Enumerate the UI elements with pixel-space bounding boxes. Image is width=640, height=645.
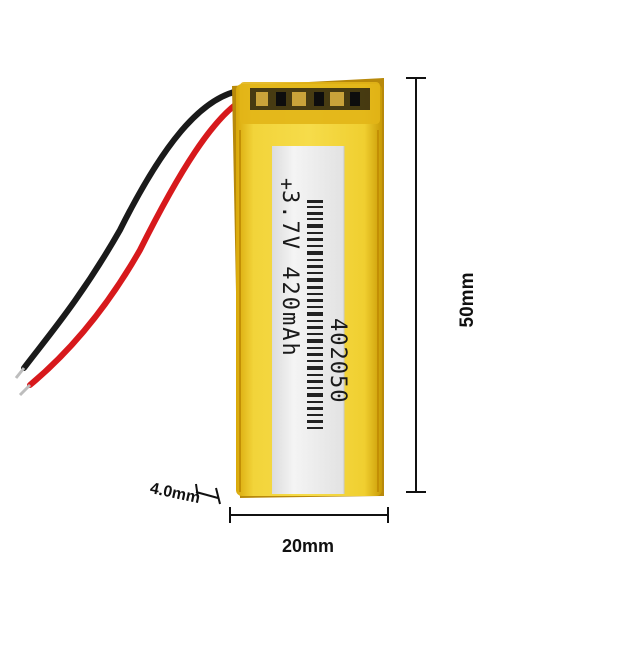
width-dimension-label: 20mm: [282, 536, 335, 556]
barcode-marks: [307, 200, 323, 429]
lead-wires: [14, 87, 253, 397]
height-dimension-label: 50mm: [457, 272, 478, 328]
thickness-dimension-line: [195, 491, 219, 499]
dimension-lines: [195, 77, 426, 523]
cell-model-text: 402050: [325, 318, 350, 404]
red-wire-tip: [18, 383, 32, 397]
red-wire: [27, 93, 253, 388]
cell-voltage-capacity-text: 3.7V 420mAh: [277, 190, 302, 358]
black-wire-tip: [14, 367, 26, 379]
battery-cell: [232, 78, 384, 498]
black-wire: [21, 87, 247, 371]
